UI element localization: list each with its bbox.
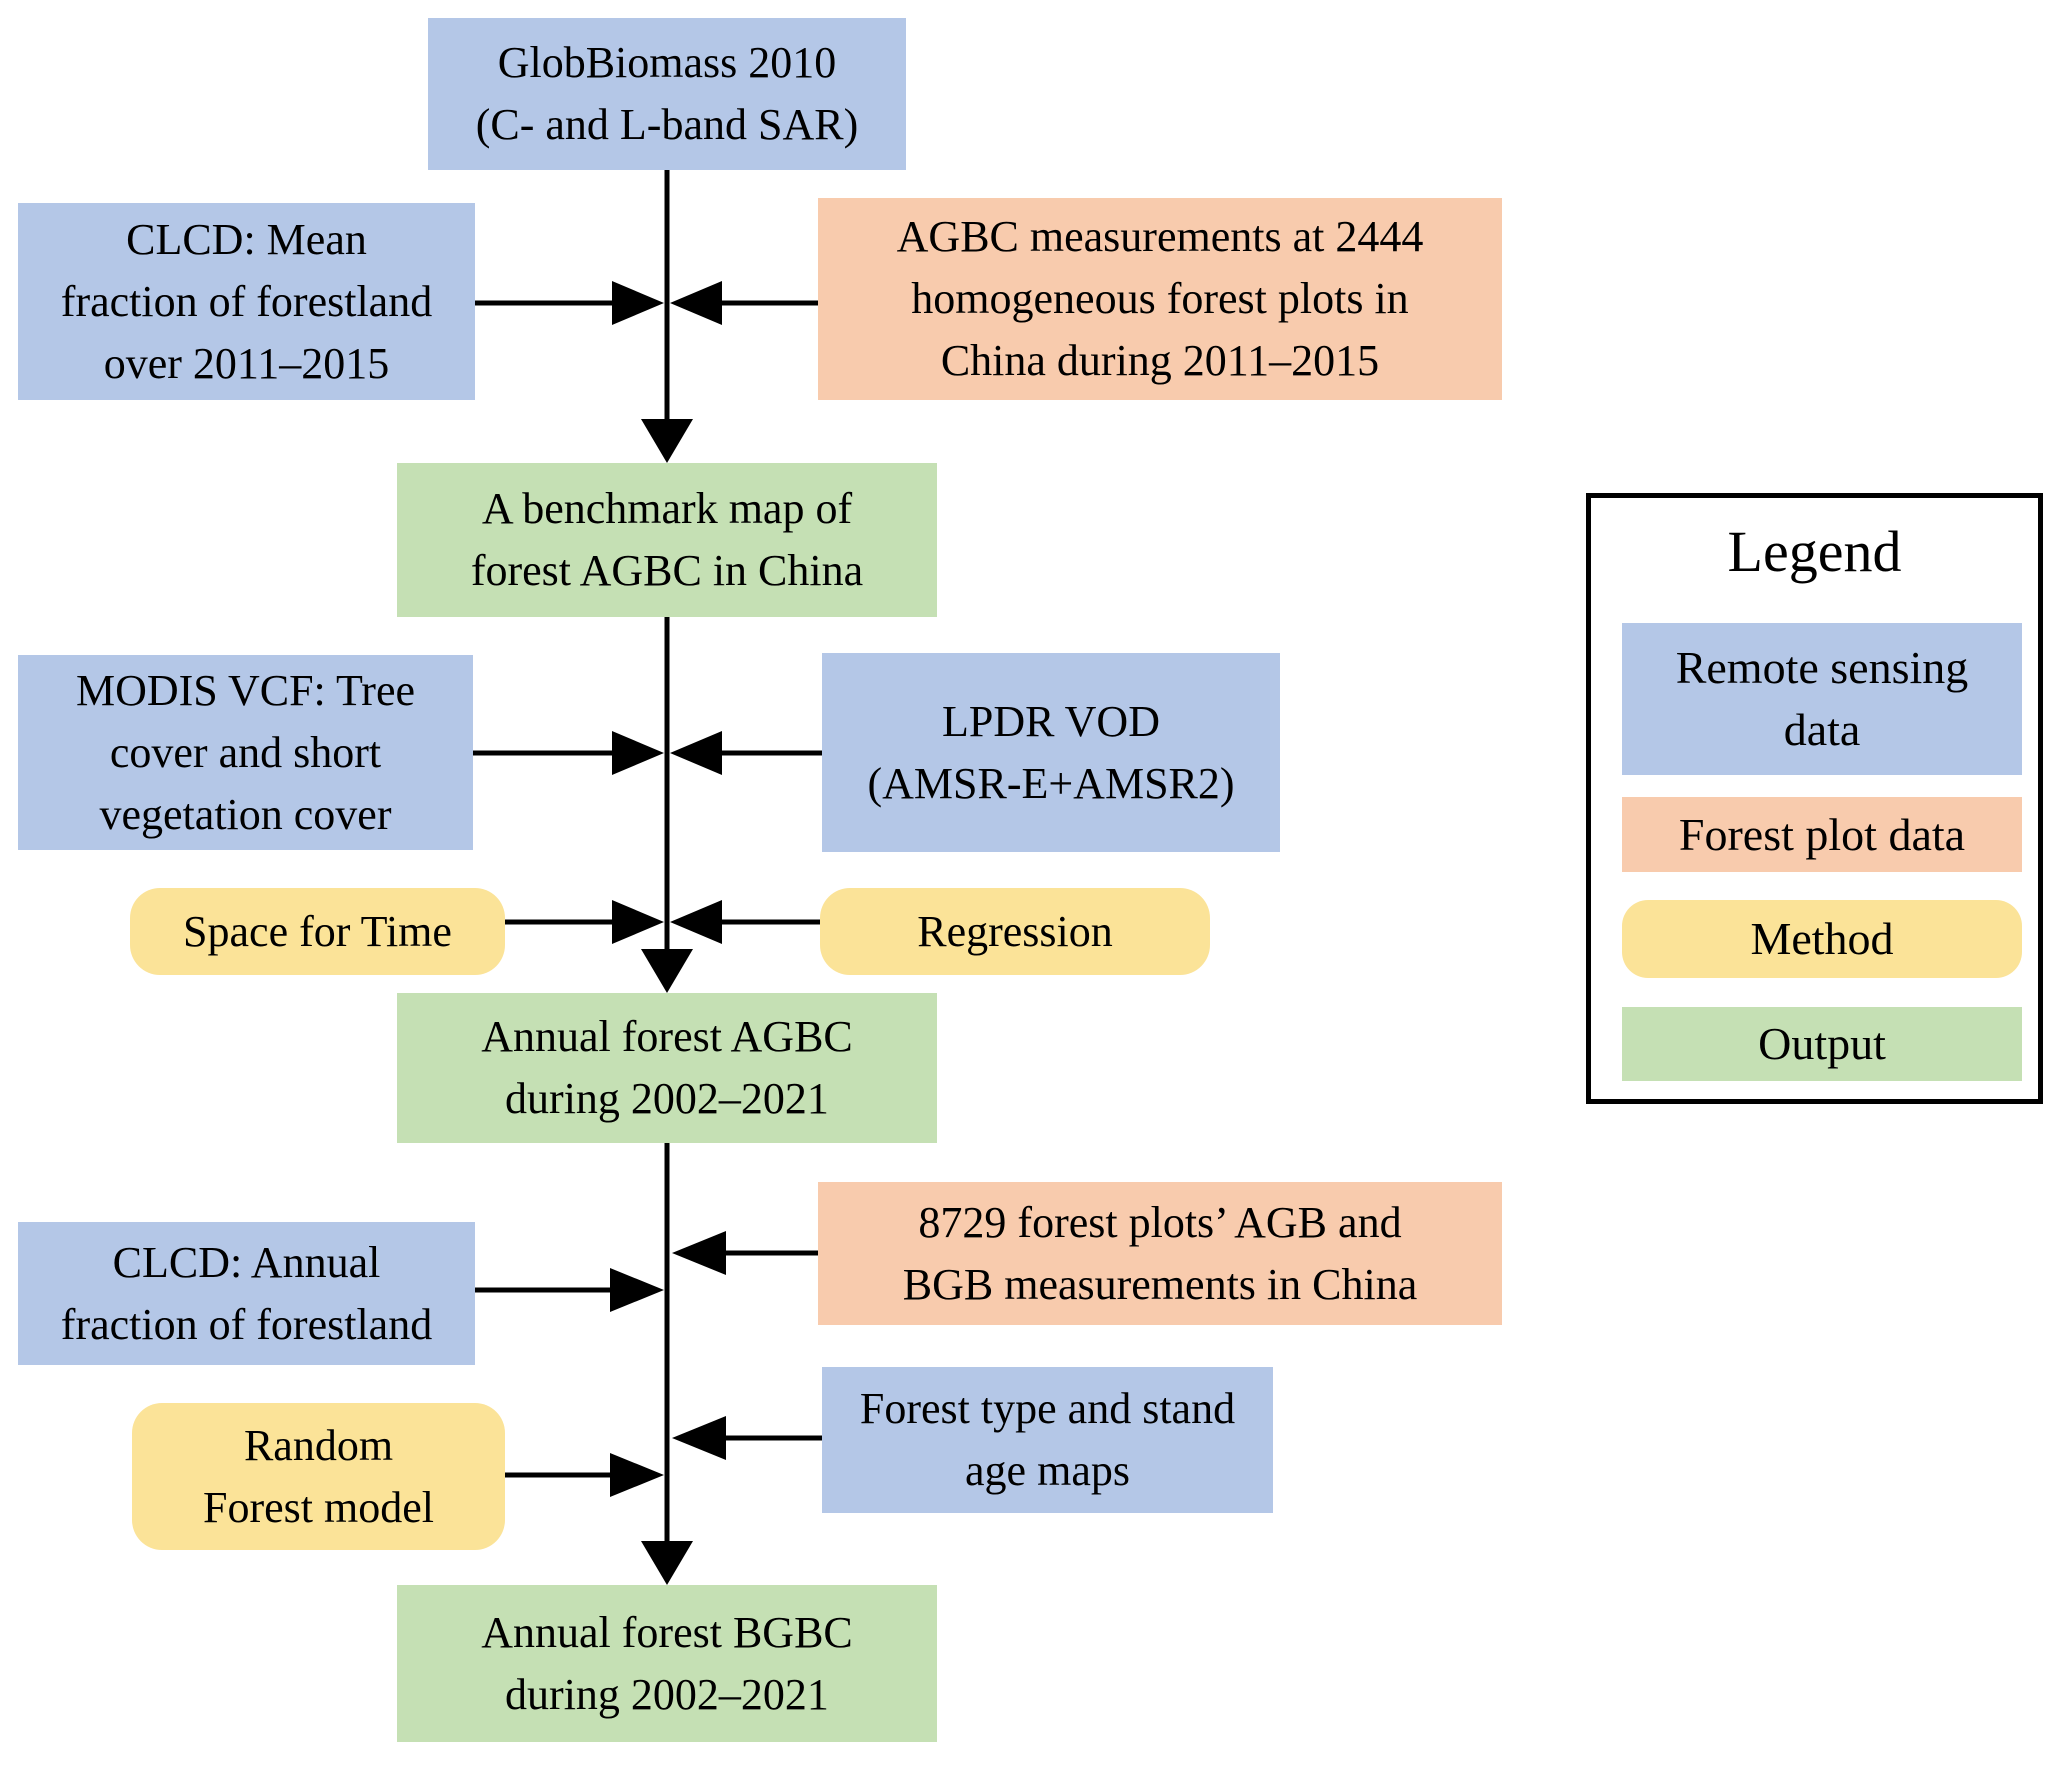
node-globbiomass: GlobBiomass 2010 (C- and L-band SAR) [428,18,906,170]
node-text-line: CLCD: Annual [112,1237,381,1287]
node-text-line: Annual forest BGBC [481,1607,853,1657]
node-text-line: Annual forest AGBC [481,1012,853,1061]
node-agbc-2444: AGBC measurements at 2444 homogeneous fo… [818,198,1502,400]
node-clcd-mean: CLCD: Mean fraction of forestland over 2… [18,203,475,400]
node-text-line: cover and short [109,727,382,777]
legend-item-remote-sensing: Remote sensing data [1622,623,2022,775]
node-text-line: fraction of forestland [60,1299,433,1349]
node-text-line: CLCD: Mean [126,214,367,264]
node-text-line: GlobBiomass 2010 [497,38,837,87]
legend-item-label: Method [1750,913,1894,964]
node-text-line: age maps [965,1446,1130,1495]
arrowhead-down-annual-bgbc [641,1541,693,1585]
node-annual-bgbc: Annual forest BGBC during 2002–2021 [397,1585,937,1742]
node-text-line: during 2002–2021 [505,1669,829,1719]
node-text-line: Forest type and stand [859,1384,1236,1433]
arrowhead-down-benchmark [641,419,693,463]
node-regression: Regression [820,888,1210,975]
node-text-line: during 2002–2021 [505,1074,829,1123]
node-text-line: A benchmark map of [481,484,853,533]
node-space-for-time: Space for Time [130,888,505,975]
node-forest-type-age: Forest type and stand age maps [822,1367,1273,1513]
node-modis-vcf: MODIS VCF: Tree cover and short vegetati… [18,655,473,850]
legend-item-label: Output [1758,1018,1886,1069]
legend-item-method: Method [1622,900,2022,978]
node-text-line: Space for Time [183,906,452,956]
node-text-line: forest AGBC in China [470,546,864,595]
arrowhead-right-j2 [612,731,664,775]
node-text-line: fraction of forestland [60,276,433,326]
arrowhead-right-j7 [610,1453,664,1497]
node-text-line: 8729 forest plots’ AGB and [918,1197,1402,1247]
node-text-line: (AMSR-E+AMSR2) [867,758,1235,808]
node-text-line: AGBC measurements at 2444 [896,212,1424,261]
node-text-line: Regression [917,906,1113,956]
arrowhead-right-j5 [610,1268,664,1312]
legend-item-label: Forest plot data [1678,808,1966,860]
node-annual-agbc: Annual forest AGBC during 2002–2021 [397,993,937,1143]
node-text-line: vegetation cover [99,789,392,839]
node-text-line: BGB measurements in China [902,1259,1418,1309]
arrowhead-right-j1 [612,281,664,325]
legend-item-label: data [1783,704,1861,755]
arrowhead-left-j6 [672,1416,726,1460]
node-random-forest: Random Forest model [132,1403,505,1550]
node-text-line: MODIS VCF: Tree [75,665,416,715]
node-text-line: LPDR VOD [941,696,1160,746]
node-text-line: Forest model [203,1482,434,1532]
node-clcd-annual: CLCD: Annual fraction of forestland [18,1222,475,1365]
node-plots-8729: 8729 forest plots’ AGB and BGB measureme… [818,1182,1502,1325]
node-benchmark-map: A benchmark map of forest AGBC in China [397,463,937,617]
arrowhead-left-j4 [672,1231,726,1275]
arrowhead-right-j3 [612,900,664,944]
legend: Legend Remote sensing data Forest plot d… [1586,493,2043,1104]
node-text-line: over 2011–2015 [103,338,390,388]
node-text-line: China during 2011–2015 [940,336,1380,385]
legend-title: Legend [1727,519,1902,584]
arrowhead-left-j1 [670,281,722,325]
node-text-line: Random [243,1420,394,1470]
arrowhead-left-j2 [670,731,722,775]
legend-item-forest-plot: Forest plot data [1622,797,2022,872]
arrowhead-left-j3 [670,900,722,944]
arrowhead-down-annual-agbc [641,949,693,993]
node-text-line: (C- and L-band SAR) [475,100,859,149]
legend-item-output: Output [1622,1007,2022,1081]
node-text-line: homogeneous forest plots in [911,274,1409,323]
node-lpdr-vod: LPDR VOD (AMSR-E+AMSR2) [822,653,1280,852]
legend-item-label: Remote sensing [1675,642,1969,693]
